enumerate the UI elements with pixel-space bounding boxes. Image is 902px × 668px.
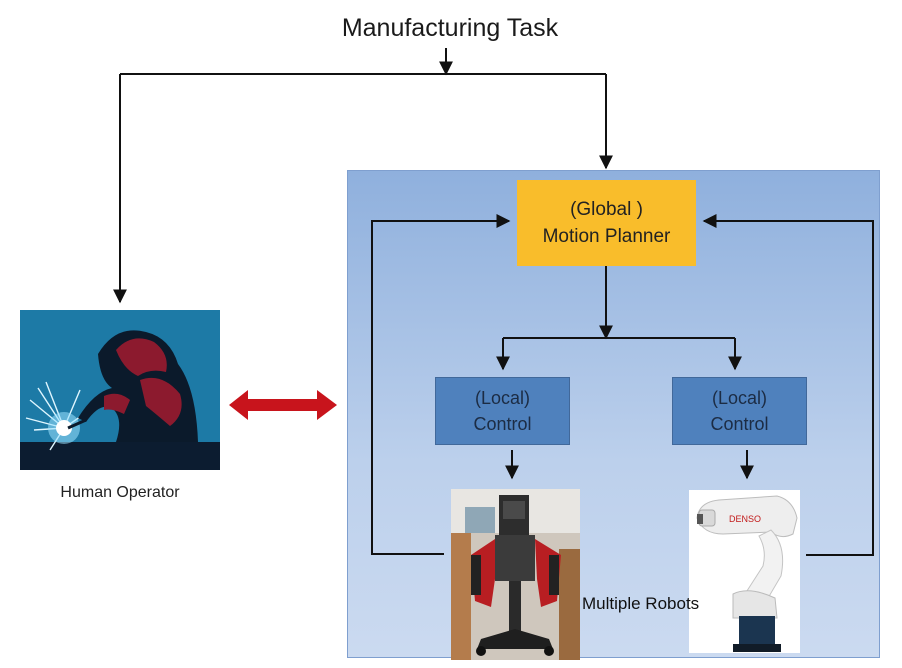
global-motion-planner-box: (Global ) Motion Planner — [517, 180, 696, 266]
control-right-line2: Control — [710, 414, 769, 434]
manufacturing-task-label: Manufacturing Task — [341, 14, 559, 42]
multiple-robots-label: Multiple Robots — [582, 594, 700, 613]
control-left-line1: (Local) — [474, 388, 531, 408]
welder-silhouette-icon — [20, 310, 220, 470]
planner-line1: (Global ) — [570, 199, 643, 220]
control-left-line2: Control — [473, 414, 532, 434]
svg-text:DENSO: DENSO — [729, 514, 761, 524]
local-control-box-left: (Local) Control — [435, 377, 570, 445]
planner-line2: Motion Planner — [542, 226, 671, 247]
bidirectional-arrow-icon — [229, 390, 337, 420]
dual-arm-robot-icon — [451, 489, 580, 660]
control-right-line1: (Local) — [711, 388, 768, 408]
industrial-arm-robot-icon: DENSO — [689, 490, 800, 653]
local-control-box-right: (Local) Control — [672, 377, 807, 445]
human-operator-label: Human Operator — [60, 484, 180, 501]
